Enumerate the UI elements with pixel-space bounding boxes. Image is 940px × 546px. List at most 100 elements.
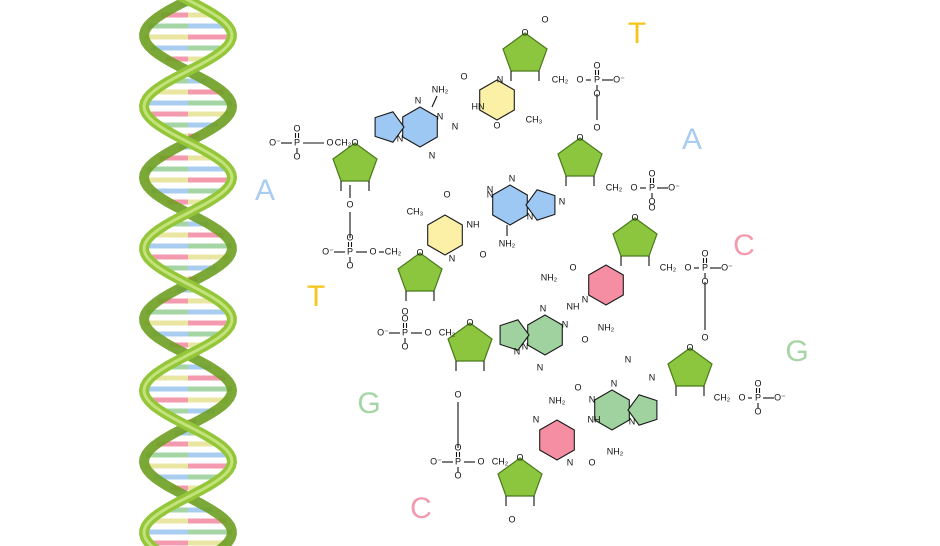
helix-rung — [188, 100, 232, 106]
helix-rung — [188, 45, 226, 51]
phosphate-oxygen: O — [293, 123, 300, 133]
pyrimidine-ring — [539, 419, 575, 461]
helix-rung — [146, 111, 188, 117]
helix-rung — [165, 364, 188, 370]
base-label-t: T — [307, 280, 325, 313]
helix-rung — [145, 452, 188, 458]
helix-rung — [151, 188, 188, 194]
purine-five-ring — [374, 111, 405, 143]
ester-oxygen: O — [401, 306, 408, 316]
deoxyribose-sugar: O — [497, 452, 543, 506]
ring-nitrogen: N — [487, 189, 494, 199]
deoxyribose-sugar: O — [397, 247, 443, 301]
ester-oxygen: O — [738, 392, 745, 402]
helix-rung — [147, 254, 188, 260]
ring-nitrogen: N — [533, 414, 540, 424]
ring-oxygen: O — [631, 212, 638, 222]
nitrogenous-bases: NNNNH₂NNOHNOCH₃NCH₃ONHONNNNNH₂NNNNNNH₂NH… — [374, 71, 658, 467]
helix-rung — [144, 320, 188, 326]
helix-rung — [144, 243, 188, 249]
helix-rung — [188, 540, 228, 546]
base-label-g: G — [785, 335, 808, 368]
base-label-g: G — [357, 387, 380, 420]
helix-rung — [188, 474, 223, 480]
carbonyl-oxygen: O — [493, 120, 500, 130]
helix-rung — [188, 111, 230, 117]
phosphate-oxygen: O⁻ — [377, 327, 389, 337]
carbonyl-oxygen: O — [574, 382, 581, 392]
ring-nitrogen: N — [415, 95, 422, 105]
helix-rung — [188, 408, 216, 414]
ring-oxygen: O — [516, 452, 523, 462]
methylene: CH₂ — [660, 262, 677, 272]
amino-group: NH₂ — [607, 446, 624, 456]
helix-rung — [188, 89, 224, 95]
phosphate-oxygen: O⁻ — [774, 392, 786, 402]
helix-rung — [188, 309, 230, 315]
helix-rung — [188, 243, 232, 249]
phosphate-oxygen: O — [593, 60, 600, 70]
phosphate-oxygen: O — [754, 406, 761, 416]
methylene: CH₂ — [552, 74, 569, 84]
ring-nitrogen: N — [562, 319, 569, 329]
helix-rung — [188, 188, 225, 194]
methylene: CH₂ — [385, 246, 402, 256]
ring-nitrogen: N — [514, 346, 521, 356]
purine-five-ring — [525, 189, 556, 221]
imino-group: NH — [588, 414, 601, 424]
ring-nitrogen: N — [625, 354, 632, 364]
base-label-a: A — [682, 123, 702, 156]
helix-rung — [146, 309, 188, 315]
purine-five-ring — [499, 319, 530, 351]
helix-rung — [147, 166, 188, 172]
amino-group: NH₂ — [598, 322, 615, 332]
phosphate-oxygen: O — [346, 260, 353, 270]
phosphorus: P — [649, 182, 655, 192]
ring-nitrogen: N — [437, 111, 444, 121]
ester-oxygen: O — [424, 327, 431, 337]
ester-oxygen: O — [576, 74, 583, 84]
helix-rung — [188, 254, 229, 260]
ring-oxygen: O — [521, 27, 528, 37]
purine-six-ring — [594, 389, 630, 431]
ring-nitrogen: N — [429, 150, 436, 160]
helix-rung — [188, 386, 232, 392]
sugar-ring — [397, 252, 443, 292]
carbonyl-oxygen: O — [581, 334, 588, 344]
phosphate-oxygen: O — [401, 341, 408, 351]
helix-rung — [188, 12, 216, 18]
deoxyribose-sugar: O — [557, 132, 603, 186]
ester-oxygen: O — [346, 199, 353, 209]
helix-rung — [188, 518, 227, 524]
phosphate-oxygen: O — [648, 196, 655, 206]
phosphate-oxygen: O⁻ — [668, 182, 680, 192]
phosphorus: P — [455, 456, 461, 466]
helix-rung — [149, 518, 188, 524]
helix-rung — [156, 441, 188, 447]
helix-rung — [188, 452, 231, 458]
helix-rung — [152, 331, 188, 337]
phosphate-oxygen: O⁻ — [430, 456, 442, 466]
helix-rung — [144, 177, 188, 183]
base-label-a: A — [255, 174, 275, 207]
helix-rung — [150, 45, 188, 51]
deoxyribose-sugar: O — [502, 27, 548, 81]
ring-nitrogen: N — [611, 378, 618, 388]
ring-nitrogen: N — [527, 211, 534, 221]
phosphorus: P — [755, 392, 761, 402]
ring-nitrogen: N — [397, 133, 404, 143]
phosphorus: P — [347, 246, 353, 256]
purine-five-ring — [627, 394, 658, 426]
